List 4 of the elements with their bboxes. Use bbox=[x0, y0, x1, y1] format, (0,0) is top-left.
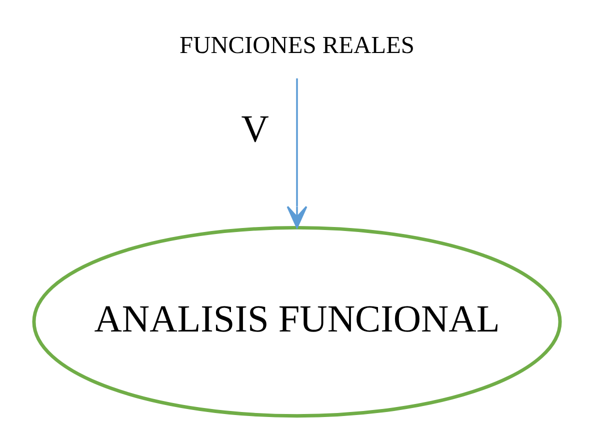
node-text: FUNCIONES REALES bbox=[179, 32, 414, 59]
edge-label: V bbox=[240, 108, 268, 150]
node-ellipse: ANALISIS FUNCIONAL bbox=[32, 226, 562, 418]
arrow bbox=[286, 78, 307, 228]
